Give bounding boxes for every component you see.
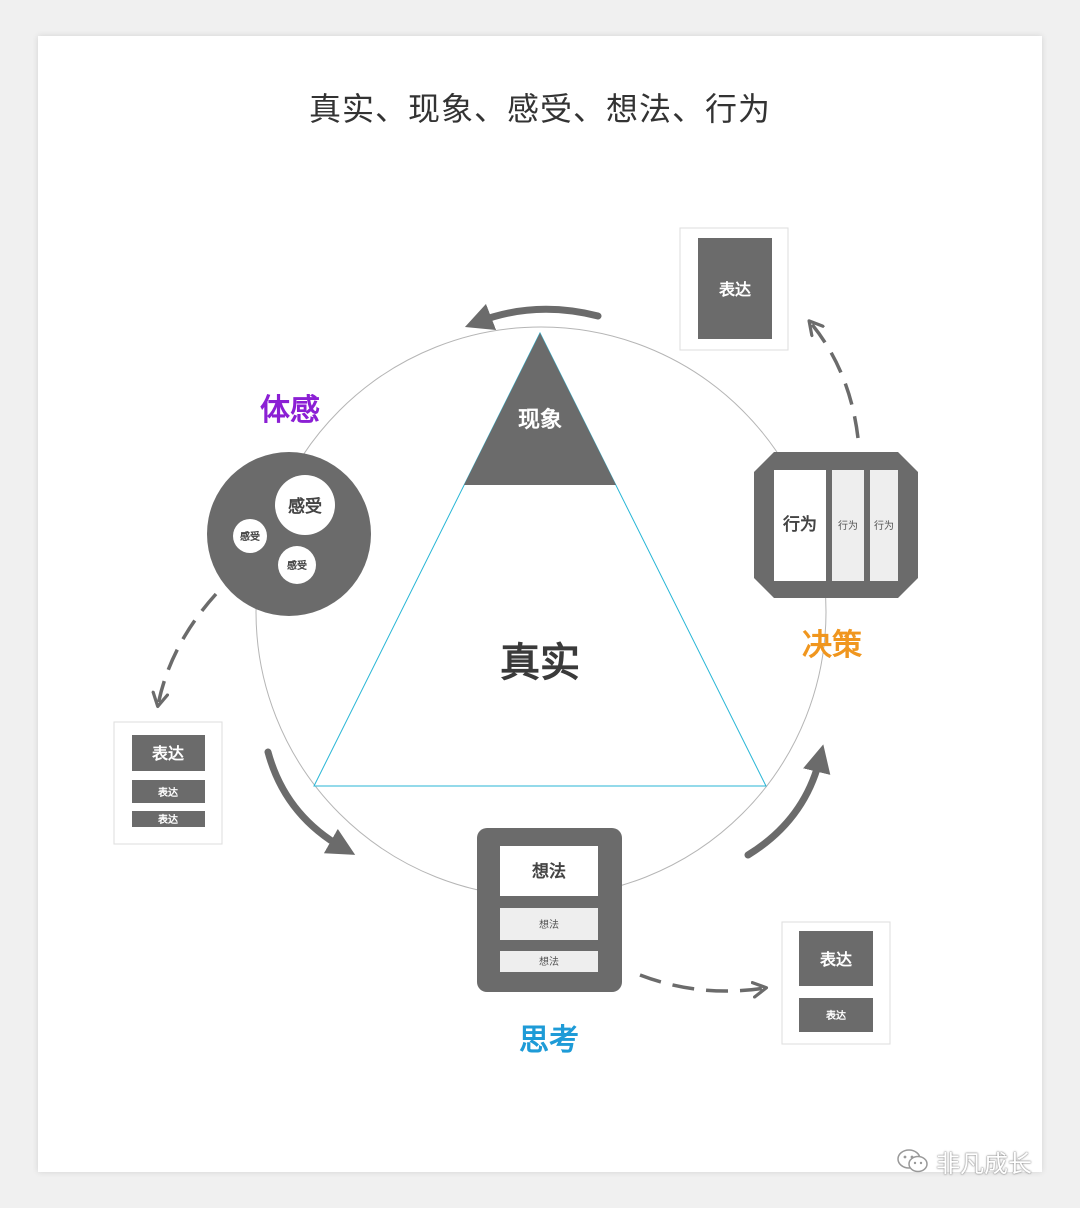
feeling-bubble-large-label: 感受 xyxy=(288,496,322,517)
dashed-arrow-body-expression xyxy=(158,592,218,705)
expression-left-block-3 xyxy=(132,811,205,827)
phenomenon-apex xyxy=(464,333,616,485)
page-title: 真实、现象、感受、想法、行为 xyxy=(308,90,771,128)
expression-left-row2-label: 表达 xyxy=(157,786,178,799)
expression-left-row3-label: 表达 xyxy=(157,813,178,826)
expression-bottom-right-row2-label: 表达 xyxy=(825,1009,846,1022)
decision-block-2-label: 行为 xyxy=(838,519,858,532)
cycle-arrow-left xyxy=(264,748,356,855)
feeling-bubble-bottom xyxy=(278,546,316,584)
thinking-block-2-label: 想法 xyxy=(539,918,559,931)
feeling-bubble-left-label: 感受 xyxy=(240,530,260,543)
body-feeling-heading: 体感 xyxy=(260,393,320,428)
thinking-block-2 xyxy=(500,908,598,940)
decision-block-2 xyxy=(832,470,864,581)
phenomenon-label: 现象 xyxy=(518,407,562,433)
watermark-text: 非凡成长 xyxy=(936,1149,1032,1178)
thinking-block-main-label: 想法 xyxy=(532,861,566,882)
thinking-block-3 xyxy=(500,951,598,972)
decision-heading: 决策 xyxy=(802,628,862,663)
decision-block-main-label: 行为 xyxy=(782,514,817,535)
expression-left-block-main xyxy=(132,735,205,771)
decision-block-3-label: 行为 xyxy=(874,519,894,532)
expression-left-block-2 xyxy=(132,780,205,803)
cycle-arrow-top xyxy=(464,303,602,331)
decision-block-3 xyxy=(870,470,898,581)
expression-bottom-right-main-label: 表达 xyxy=(819,950,852,969)
expression-bottom-right-block-main xyxy=(799,931,873,986)
feeling-bubble-left xyxy=(233,519,267,553)
cycle-arrow-right xyxy=(744,744,831,859)
dashed-arrow-thinking-expression xyxy=(639,973,765,991)
decision-block-main xyxy=(774,470,826,581)
feeling-bubble-bottom-label: 感受 xyxy=(287,559,307,572)
truth-label: 真实 xyxy=(500,640,580,686)
thinking-heading: 思考 xyxy=(519,1023,579,1058)
truth-triangle xyxy=(313,331,767,787)
expression-top-right-label: 表达 xyxy=(718,280,751,299)
watermark: 非凡成长 xyxy=(896,1146,1032,1178)
body-feeling-node xyxy=(207,452,371,616)
expression-left-main-label: 表达 xyxy=(151,744,184,763)
wechat-icon xyxy=(897,1149,928,1173)
expression-bottom-right-block-2 xyxy=(799,998,873,1032)
dashed-arrow-decision-expression xyxy=(810,322,860,439)
thinking-block-main xyxy=(500,846,598,896)
feeling-bubble-large xyxy=(275,475,335,535)
expression-top-right-block xyxy=(698,238,772,339)
thinking-block-3-label: 想法 xyxy=(539,955,559,968)
